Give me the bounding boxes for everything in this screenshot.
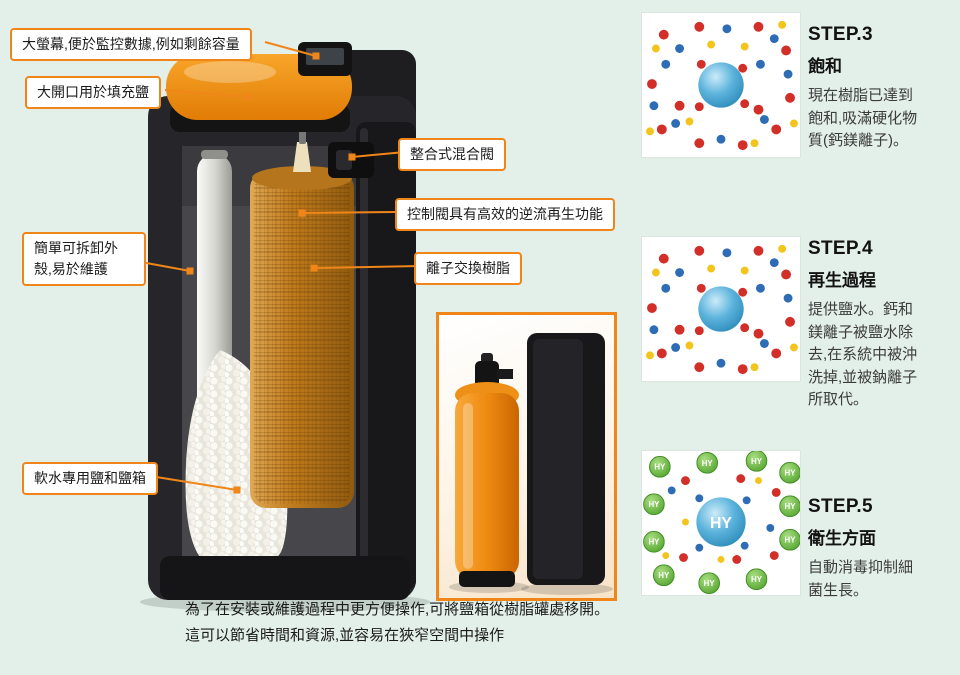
step5-title: 衛生方面 [808, 529, 876, 548]
callout-removable-housing: 簡單可拆卸外殼,易於維護 [22, 232, 146, 286]
separated-units-illustration [449, 333, 613, 595]
step3-body: 現在樹脂已達到飽和,吸滿硬化物質(鈣鎂離子)。 [808, 87, 918, 149]
connector-markers [186, 52, 356, 494]
device-base [160, 556, 410, 600]
separated-units-inset [436, 312, 617, 601]
resin-tank-orange [455, 393, 519, 579]
footnote-line-1: 為了在安裝或維護過程中更方便操作,可將鹽箱從樹脂罐處移開。 [185, 601, 610, 618]
step4-figure [641, 236, 801, 382]
callout-display-screen: 大螢幕,便於監控數據,例如剩餘容量 [10, 28, 252, 61]
callout-fill-opening: 大開口用於填充鹽 [25, 76, 161, 109]
step5-body: 自動消毒抑制細菌生長。 [808, 559, 914, 599]
callout-control-valve: 控制閥具有高效的逆流再生功能 [395, 198, 615, 231]
step4-body: 提供鹽水。鈣和鎂離子被鹽水除去,在系統中被沖洗掉,並被鈉離子所取代。 [808, 301, 918, 408]
hy-center-ion [696, 497, 746, 547]
step4-number: STEP.4 [808, 238, 873, 259]
footnote-line-2: 這可以節省時間和資源,並容易在狹窄空間中操作 [185, 626, 505, 644]
callout-ion-exchange-resin: 離子交換樹脂 [414, 252, 522, 285]
injector-nozzle [293, 142, 311, 172]
step3-title: 飽和 [808, 57, 842, 76]
step4-text: STEP.4 再生過程 提供鹽水。鈣和鎂離子被鹽水除去,在系統中被沖洗掉,並被鈉… [808, 238, 924, 412]
step5-number: STEP.5 [808, 496, 873, 517]
display-screen [306, 48, 344, 65]
step5-figure [641, 450, 801, 596]
softener-device [140, 42, 430, 612]
step3-number: STEP.3 [808, 24, 873, 45]
callout-mixing-valve: 整合式混合閥 [398, 138, 506, 171]
step3-figure [641, 12, 801, 158]
hygiene-diagram [643, 451, 800, 595]
footnote: 為了在安裝或維護過程中更方便操作,可將鹽箱從樹脂罐處移開。 這可以節省時間和資源… [185, 597, 609, 648]
callout-salt-tank: 軟水專用鹽和鹽箱 [22, 462, 158, 495]
front-door-panel [356, 122, 416, 590]
step3-text: STEP.3 飽和 現在樹脂已達到飽和,吸滿硬化物質(鈣鎂離子)。 [808, 24, 924, 153]
ion-dots [679, 474, 781, 564]
step5-text: STEP.5 衛生方面 自動消毒抑制細菌生長。 [808, 496, 924, 602]
step4-title: 再生過程 [808, 271, 876, 290]
